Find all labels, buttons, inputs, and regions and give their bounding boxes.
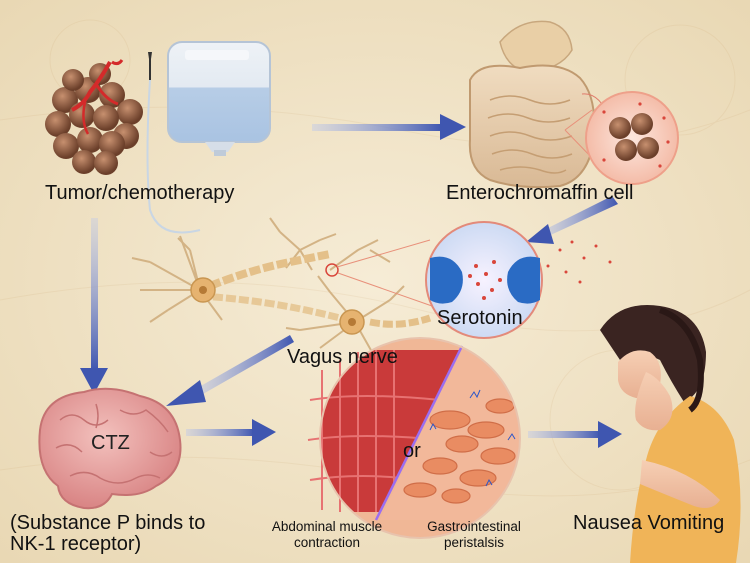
label-nausea-vomiting: Nausea Vomiting [573,512,725,534]
arrow-tumor-to-brain [80,218,108,394]
label-tumor-chemotherapy: Tumor/chemotherapy [45,182,235,204]
gi-tract-icon [468,20,611,189]
vagus-neuron-icon [131,217,405,353]
label-substance-p-line1: (Substance P binds to [10,512,206,534]
axon-segments [199,250,432,328]
brain-icon [38,387,182,510]
label-substance-p-line2: NK-1 receptor) [10,533,142,555]
label-abdominal-line1: Abdominal muscle [271,519,383,534]
enterochromaffin-cell-bubble [564,91,679,185]
label-abdominal-line2: contraction [293,535,361,550]
arrow-tumor-to-gut [312,114,466,140]
arrow-abdomen-to-woman [528,421,622,448]
intestine-icon [380,350,520,520]
arrow-ec-to-serotonin [526,196,618,284]
serotonin-synapse-bubble [425,221,543,339]
label-ctz: CTZ [91,432,130,454]
label-gi-line2: peristalsis [443,535,505,550]
label-gi-line1: Gastrointestinal [427,519,521,534]
synapse-marker [325,263,339,277]
label-enterochromaffin-cell: Enterochromaffin cell [446,182,634,204]
iv-bag-icon [146,41,271,234]
abdomen-circle [307,337,521,539]
label-vagus-nerve: Vagus nerve [287,346,398,368]
woman-vomiting-icon [600,305,741,563]
arrow-vagus-to-brain [166,335,294,406]
tumor-cluster-icon [45,59,143,175]
arrow-brain-to-abdomen [186,419,276,446]
label-serotonin: Serotonin [437,307,523,329]
label-or: or [403,440,421,462]
